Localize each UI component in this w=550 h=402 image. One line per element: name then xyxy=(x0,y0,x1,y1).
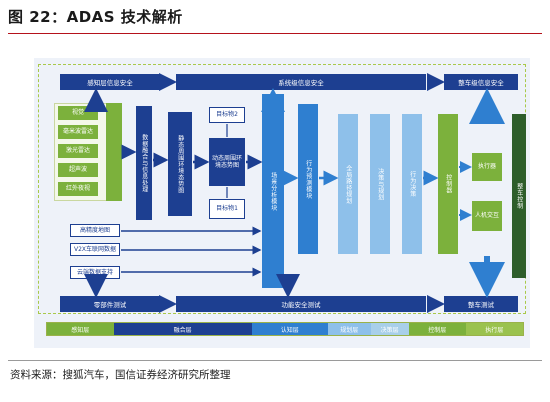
legend-cognition: 认知层 xyxy=(251,323,328,335)
legend-decision: 决策层 xyxy=(370,323,409,335)
sensor-ultrasonic: 超声波 xyxy=(58,163,98,177)
sensor-infrared: 红外夜视 xyxy=(58,182,98,196)
layer-legend: 感知层 融合层 认知层 规划层 决策层 控制层 执行层 xyxy=(46,322,524,336)
legend-control: 控制层 xyxy=(408,323,466,335)
sensor-aggregate xyxy=(106,103,122,201)
title-rule xyxy=(8,33,542,34)
perception-safety-bar: 感知层信息安全 xyxy=(60,74,160,90)
track-object-2: 目标物2 xyxy=(209,107,245,123)
system-safety-bar: 系统级信息安全 xyxy=(176,74,426,90)
hd-map-input: 高精度地图 xyxy=(70,224,120,237)
decision-planning: 决策与规划 xyxy=(370,114,390,254)
legend-execution: 执行层 xyxy=(465,323,523,335)
sensor-lidar: 激光雷达 xyxy=(58,144,98,158)
legend-planning: 规划层 xyxy=(327,323,371,335)
source-note: 资料来源：搜狐汽车，国信证券经济研究所整理 xyxy=(10,369,231,381)
legend-perception: 感知层 xyxy=(47,323,114,335)
global-path-planning: 全局路径规划 xyxy=(338,114,358,254)
behavior-decision: 行为决策 xyxy=(402,114,422,254)
controller: 控制器 xyxy=(438,114,458,254)
vehicle-safety-bar: 整车级信息安全 xyxy=(444,74,518,90)
sensor-mmwave-radar: 毫米波雷达 xyxy=(58,125,98,139)
hmi: 人机交互 xyxy=(472,201,502,231)
vehicle-control: 整车控制 xyxy=(512,114,526,278)
vehicle-test-bar: 整车测试 xyxy=(444,296,518,312)
component-test-bar: 零部件测试 xyxy=(60,296,160,312)
static-environment-map: 静态周围环境态势图 xyxy=(168,112,192,216)
dynamic-environment-map: 动态周围环境态势图 xyxy=(209,138,245,186)
footer-rule xyxy=(8,360,542,361)
v2x-input: V2X车联网数据 xyxy=(70,243,120,256)
data-fusion-module: 数据融合与信息处理 xyxy=(136,106,152,220)
track-object-1: 目标物1 xyxy=(209,199,245,219)
situation-analysis-module: 场景分析模块 xyxy=(262,94,284,288)
functional-safety-test-bar: 功能安全测试 xyxy=(176,296,426,312)
figure-title: 图 22：ADAS 技术解析 xyxy=(8,8,183,26)
actuator: 执行器 xyxy=(472,153,502,181)
behavior-prediction-module: 行为预测模块 xyxy=(298,104,318,254)
legend-fusion: 融合层 xyxy=(113,323,252,335)
